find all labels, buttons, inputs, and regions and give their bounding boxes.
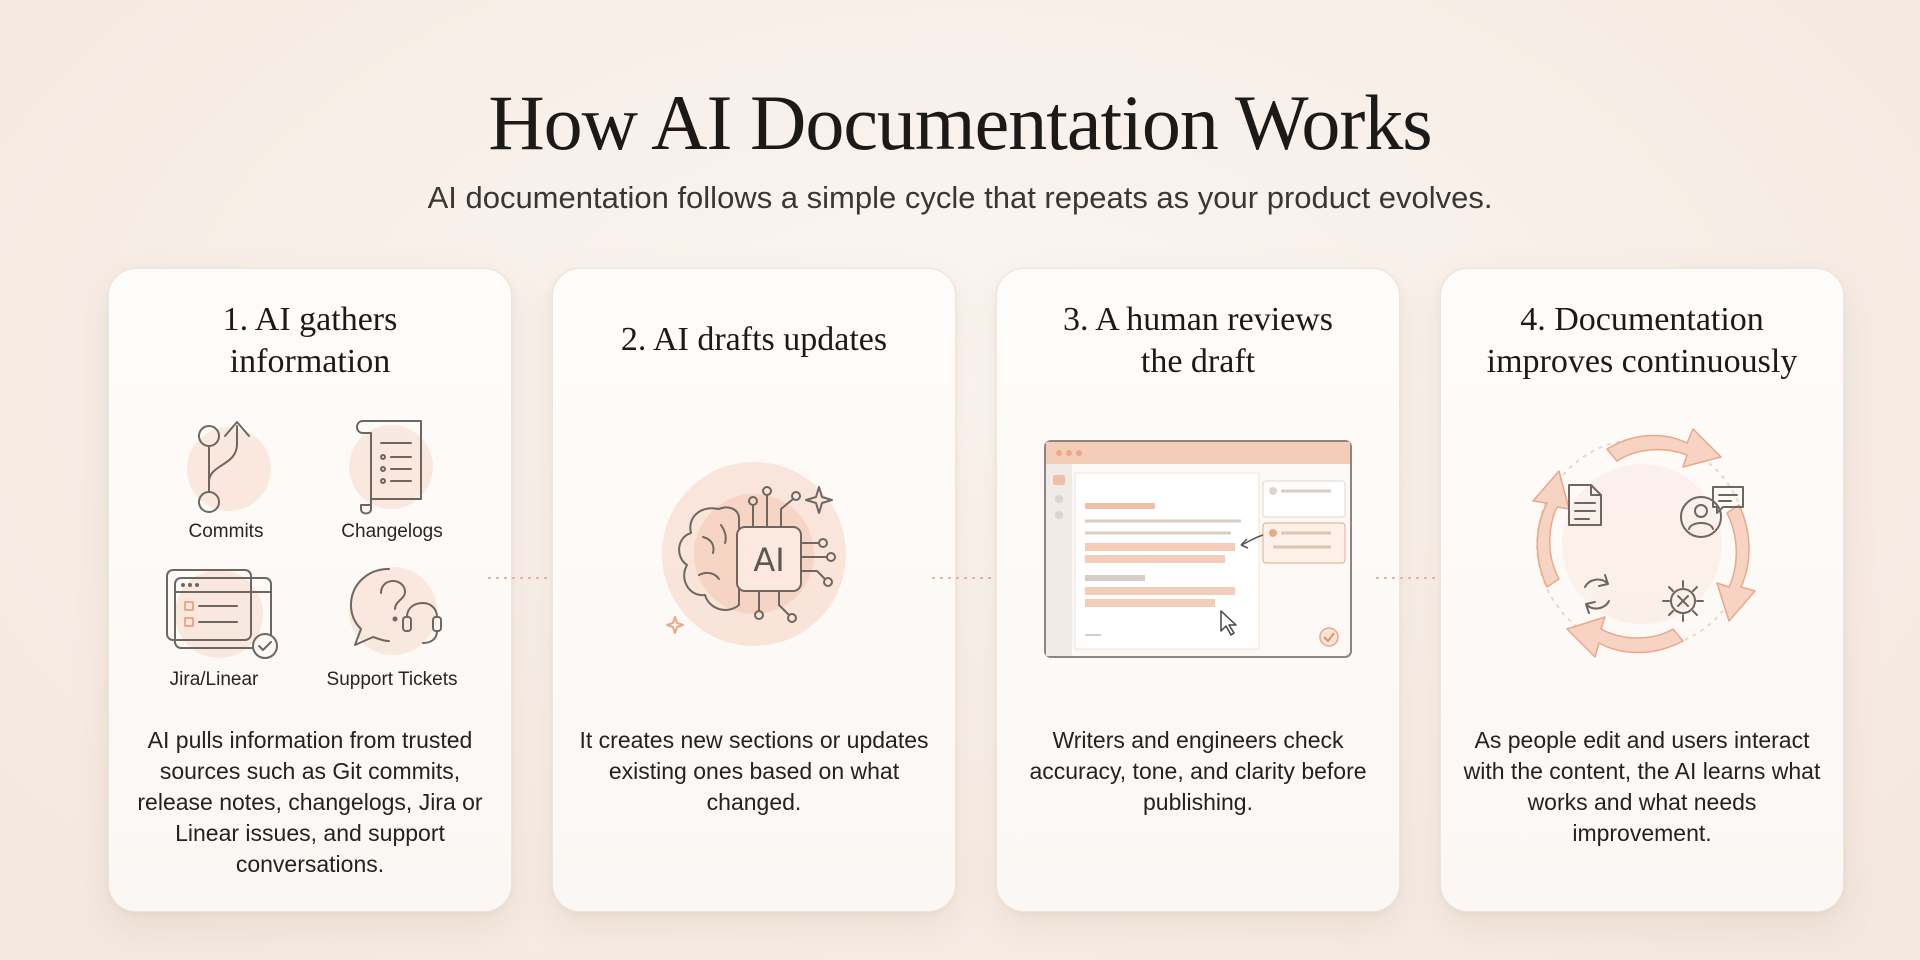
step-description: It creates new sections or updates exist… xyxy=(579,727,929,815)
step-title-line: 4. Documentation xyxy=(1520,301,1764,338)
source-label-commits: Commits xyxy=(188,521,264,542)
page-subtitle: AI documentation follows a simple cycle … xyxy=(427,180,1493,215)
page-title: How AI Documentation Works xyxy=(488,79,1432,166)
step-card-improve: 4. Documentation improves continuously xyxy=(1440,268,1844,912)
step-card-draft: 2. AI drafts updates AI It creates new s… xyxy=(552,268,956,912)
ai-brain-chip-icon: AI xyxy=(662,462,846,646)
step-title-line: improves continuously xyxy=(1486,343,1798,380)
step-title: 4. Documentation improves continuously xyxy=(1461,299,1823,383)
continuous-cycle-icon xyxy=(1532,428,1756,658)
step-title: 3. A human reviews the draft xyxy=(1017,299,1379,383)
support-question-icon xyxy=(349,567,442,655)
step-title: 2. AI drafts updates xyxy=(620,321,888,358)
scroll-document-icon xyxy=(349,420,433,515)
review-editor-window-icon xyxy=(1044,440,1352,658)
step-title-line: the draft xyxy=(1140,343,1256,380)
step-description: AI pulls information from trusted source… xyxy=(137,727,483,877)
git-branch-icon xyxy=(187,421,271,513)
source-label-support-tickets: Support Tickets xyxy=(326,669,458,690)
issue-board-icon xyxy=(166,569,278,659)
step-title-line: 1. AI gathers xyxy=(222,301,398,338)
step-title-line: 3. A human reviews xyxy=(1062,301,1334,338)
step-description: As people edit and users interact with t… xyxy=(1463,727,1821,846)
step-title-line: information xyxy=(229,343,391,380)
ai-chip-label: AI xyxy=(753,541,784,579)
step-card-gather: 1. AI gathers information Commits Change… xyxy=(108,268,512,912)
step-title: 1. AI gathers information xyxy=(129,299,491,383)
source-label-jira-linear: Jira/Linear xyxy=(169,669,259,690)
source-label-changelogs: Changelogs xyxy=(341,521,443,542)
step-description: Writers and engineers check accuracy, to… xyxy=(1029,727,1367,815)
step-card-review: 3. A human reviews the draft xyxy=(996,268,1400,912)
